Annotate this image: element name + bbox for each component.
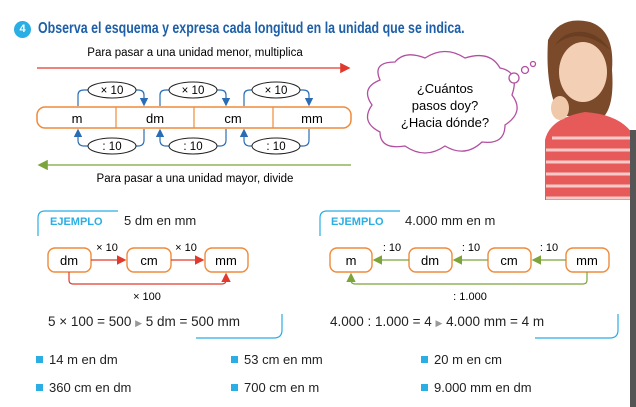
bubble-line-1: ¿Cuántos [417, 81, 474, 96]
bubble-line-2: pasos doy? [412, 98, 479, 113]
example2-prompt: 4.000 mm en m [405, 213, 496, 228]
page-edge [630, 130, 636, 407]
task-text: 9.000 mm en dm [434, 380, 532, 395]
example2-step-label: : 10 [462, 242, 480, 254]
example1-box-label: dm [60, 253, 78, 268]
example2-box-label: dm [421, 253, 439, 268]
example2-frame-bottom [535, 314, 619, 339]
example1-step-label: × 10 [175, 242, 197, 254]
example2-box-label: m [346, 253, 357, 268]
bullet-icon [36, 356, 43, 363]
task-item: 14 m en dm [36, 352, 118, 367]
thought-bubble [366, 50, 537, 154]
example1-step-label: × 10 [96, 242, 118, 254]
divide-label: : 10 [183, 141, 202, 153]
example1-box [204, 247, 249, 273]
bullet-icon [36, 384, 43, 391]
example2-step-label: : 10 [540, 242, 558, 254]
bullet-icon [231, 384, 238, 391]
task-text: 20 m en cm [434, 352, 502, 367]
exercise-number-badge: 4 [14, 21, 31, 38]
bullet-icon [231, 356, 238, 363]
units-dividers [115, 107, 274, 128]
multiply-oval [87, 81, 137, 99]
task-item: 700 cm en m [231, 380, 319, 395]
unit-dm: dm [146, 111, 164, 126]
example2-box-label: mm [576, 253, 598, 268]
multiply-label: × 10 [265, 85, 288, 97]
example1-frame-top [37, 210, 118, 236]
example1-label: EJEMPLO [50, 216, 103, 228]
example1-box-label: cm [140, 253, 157, 268]
multiply-oval [251, 81, 301, 99]
divide-oval [87, 137, 137, 155]
girl-photo [545, 20, 636, 200]
example2-step-label: : 10 [383, 242, 401, 254]
bullet-icon [421, 356, 428, 363]
scheme-top-note: Para pasar a una unidad menor, multiplic… [87, 47, 303, 59]
task-text: 700 cm en m [244, 380, 320, 395]
arrow-icon: ▶ [135, 318, 143, 328]
example2-box-label: cm [500, 253, 517, 268]
bubble-line-3: ¿Hacia dónde? [401, 115, 489, 130]
unit-mm: mm [301, 111, 323, 126]
example2-frame-top [319, 210, 400, 236]
scheme-bottom-note: Para pasar a una unidad mayor, divide [97, 173, 294, 185]
divide-label: : 10 [266, 141, 285, 153]
example2-solution: 4.000 : 1.000 = 4 ▶ 4.000 mm = 4 m [330, 314, 544, 329]
arrow-icon: ▶ [435, 318, 443, 328]
task-item: 9.000 mm en dm [421, 380, 532, 395]
unit-m: m [72, 111, 83, 126]
divide-oval [168, 137, 218, 155]
example1-result: 5 dm = 500 mm [145, 314, 240, 329]
example1-total-arrow [68, 272, 231, 285]
divide-oval [251, 137, 301, 155]
task-item: 53 cm en mm [231, 352, 323, 367]
multiply-label: × 10 [101, 85, 124, 97]
task-text: 360 cm en dm [49, 380, 132, 395]
task-item: 360 cm en dm [36, 380, 131, 395]
example1-total-label: × 100 [133, 291, 161, 303]
example2-equation: 4.000 : 1.000 = 4 [330, 314, 432, 329]
example2-result: 4.000 mm = 4 m [446, 314, 545, 329]
task-item: 20 m en cm [421, 352, 502, 367]
exercise-title: Observa el esquema y expresa cada longit… [38, 20, 465, 37]
multiply-oval [168, 81, 218, 99]
example2-label: EJEMPLO [331, 216, 384, 228]
example1-frame-bottom [196, 314, 283, 339]
example1-box-label: mm [215, 253, 237, 268]
example1-solution: 5 × 100 = 500 ▶ 5 dm = 500 mm [48, 314, 240, 329]
bullet-icon [421, 384, 428, 391]
example2-box [329, 247, 373, 273]
task-text: 53 cm en mm [244, 352, 323, 367]
example1-equation: 5 × 100 = 500 [48, 314, 132, 329]
example1-prompt: 5 dm en mm [124, 213, 197, 228]
multiply-label: × 10 [182, 85, 205, 97]
example2-total-label: : 1.000 [453, 291, 487, 303]
task-text: 14 m en dm [49, 352, 118, 367]
example2-total-arrow [346, 272, 588, 285]
divide-label: : 10 [102, 141, 121, 153]
unit-cm: cm [224, 111, 241, 126]
